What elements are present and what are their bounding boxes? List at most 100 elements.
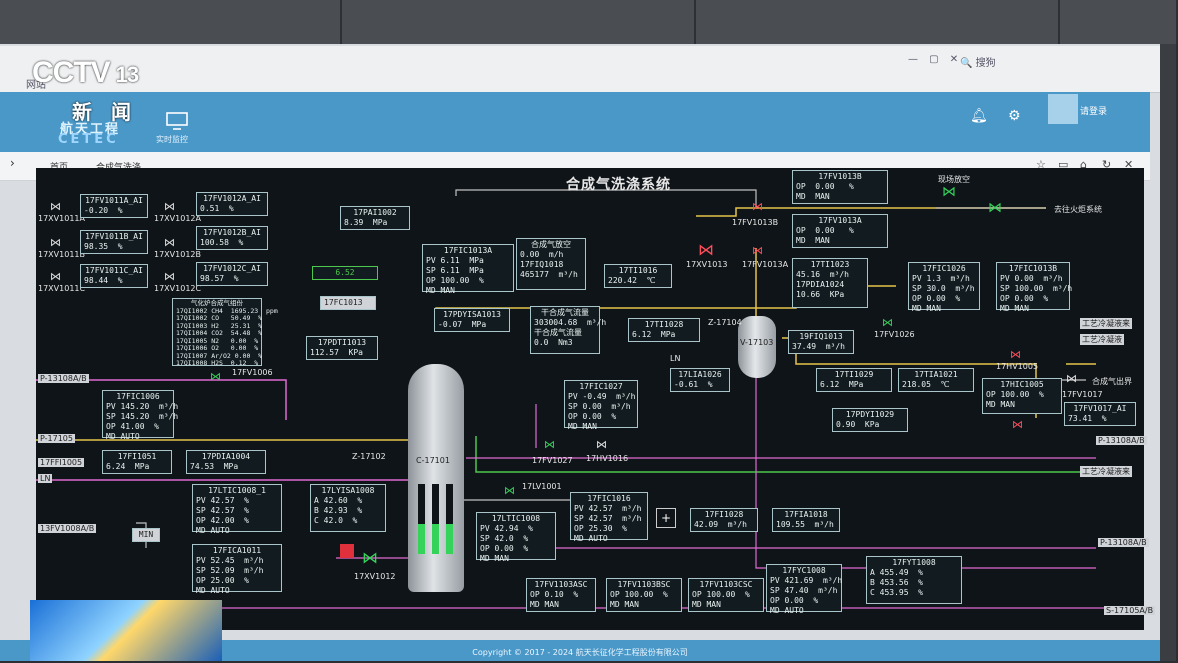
close-icon[interactable]: ✕	[1124, 158, 1134, 171]
min-block[interactable]: MIN	[132, 528, 160, 542]
readout-value: MD MAN	[610, 600, 639, 609]
browser-search[interactable]: 🔍 搜狗	[960, 58, 996, 69]
readout-tag: 17FV1017_AI	[1073, 404, 1127, 413]
home-icon[interactable]: ⌂	[1080, 158, 1087, 171]
wall-panel	[0, 0, 342, 44]
valve-icon[interactable]: ⋈	[544, 438, 555, 451]
wall-panel	[696, 0, 1060, 44]
chevron-right-icon[interactable]: ›	[10, 156, 15, 170]
refresh-icon[interactable]: ↻	[1102, 158, 1112, 171]
star-icon[interactable]: ☆	[1036, 158, 1046, 171]
nav-realtime-monitor[interactable]: 实时监控	[156, 135, 188, 144]
valve-icon[interactable]: ⋈	[988, 200, 1002, 216]
valve-icon[interactable]: ⋈	[882, 316, 893, 329]
valve-icon[interactable]: ⋈	[942, 184, 956, 200]
readout-tag: 17FV1012C_AI	[203, 264, 261, 273]
readout-value: 17QI1008 H2S 0.12 %	[176, 359, 259, 367]
valve-icon[interactable]: ⋈	[752, 244, 763, 257]
valve-icon[interactable]: ⋈	[164, 200, 175, 213]
avatar[interactable]	[1048, 94, 1078, 124]
bell-icon[interactable]: 🔔︎	[970, 108, 988, 124]
readout-box[interactable]: 17FV1011A_AI-0.20 %	[80, 194, 148, 218]
readout-tag: 17PDYI1029	[845, 410, 895, 419]
readout-box[interactable]: 17LIA1026-0.61 %	[670, 368, 730, 392]
alarm-indicator[interactable]	[340, 544, 354, 558]
value-readout[interactable]: 6.52	[312, 266, 378, 280]
valve-icon[interactable]: ⋈	[164, 236, 175, 249]
label: 去往火炬系统	[1054, 205, 1102, 214]
valve-icon[interactable]: ⋈	[698, 240, 714, 259]
valve-icon[interactable]: ⋈	[50, 200, 61, 213]
readout-value: MD MAN	[796, 192, 830, 201]
equipment-tag: V-17103	[740, 338, 774, 347]
readout-value: 17QI1007 Ar/O2 0.00 %	[176, 351, 263, 360]
fc1013-label[interactable]: 17FC1013	[320, 296, 376, 310]
valve-icon[interactable]: ⋈	[50, 270, 61, 283]
readout-value: 0.00 m/h	[520, 250, 564, 259]
valve-icon[interactable]: ⋈	[752, 200, 763, 213]
valve-icon[interactable]: ⋈	[1012, 418, 1023, 431]
readout-tag: 17PAI1002	[353, 208, 397, 217]
readout-box[interactable]: 17PDYISA1013-0.07 MPa	[434, 308, 510, 332]
monitor-icon[interactable]	[162, 112, 192, 138]
valve-icon[interactable]: ⋈	[210, 370, 221, 383]
browser-tab[interactable]: 网站	[26, 80, 46, 91]
readout-tag: 17FYT1008	[892, 558, 936, 567]
valve-icon[interactable]: ⋈	[362, 548, 378, 567]
user-login[interactable]: 请登录	[1080, 107, 1108, 117]
valve-icon[interactable]: ⋈	[1010, 348, 1021, 361]
window-controls[interactable]: — ▢ ✕	[908, 54, 963, 65]
valve-icon[interactable]: ⋈	[164, 270, 175, 283]
gear-icon[interactable]: ⚙︎	[1008, 108, 1021, 124]
valve-icon[interactable]: ⋈	[596, 438, 607, 451]
readout-value: 98.57 %	[200, 274, 239, 283]
valve-icon[interactable]: ⋈	[504, 484, 515, 497]
monitor-icon[interactable]: ▭	[1058, 158, 1069, 171]
valve-icon[interactable]: ⋈	[1066, 372, 1077, 385]
valve-icon[interactable]: ⋈	[50, 236, 61, 249]
wash-column-c17101[interactable]	[408, 364, 464, 592]
separator-vessel-v17103[interactable]	[738, 316, 776, 378]
